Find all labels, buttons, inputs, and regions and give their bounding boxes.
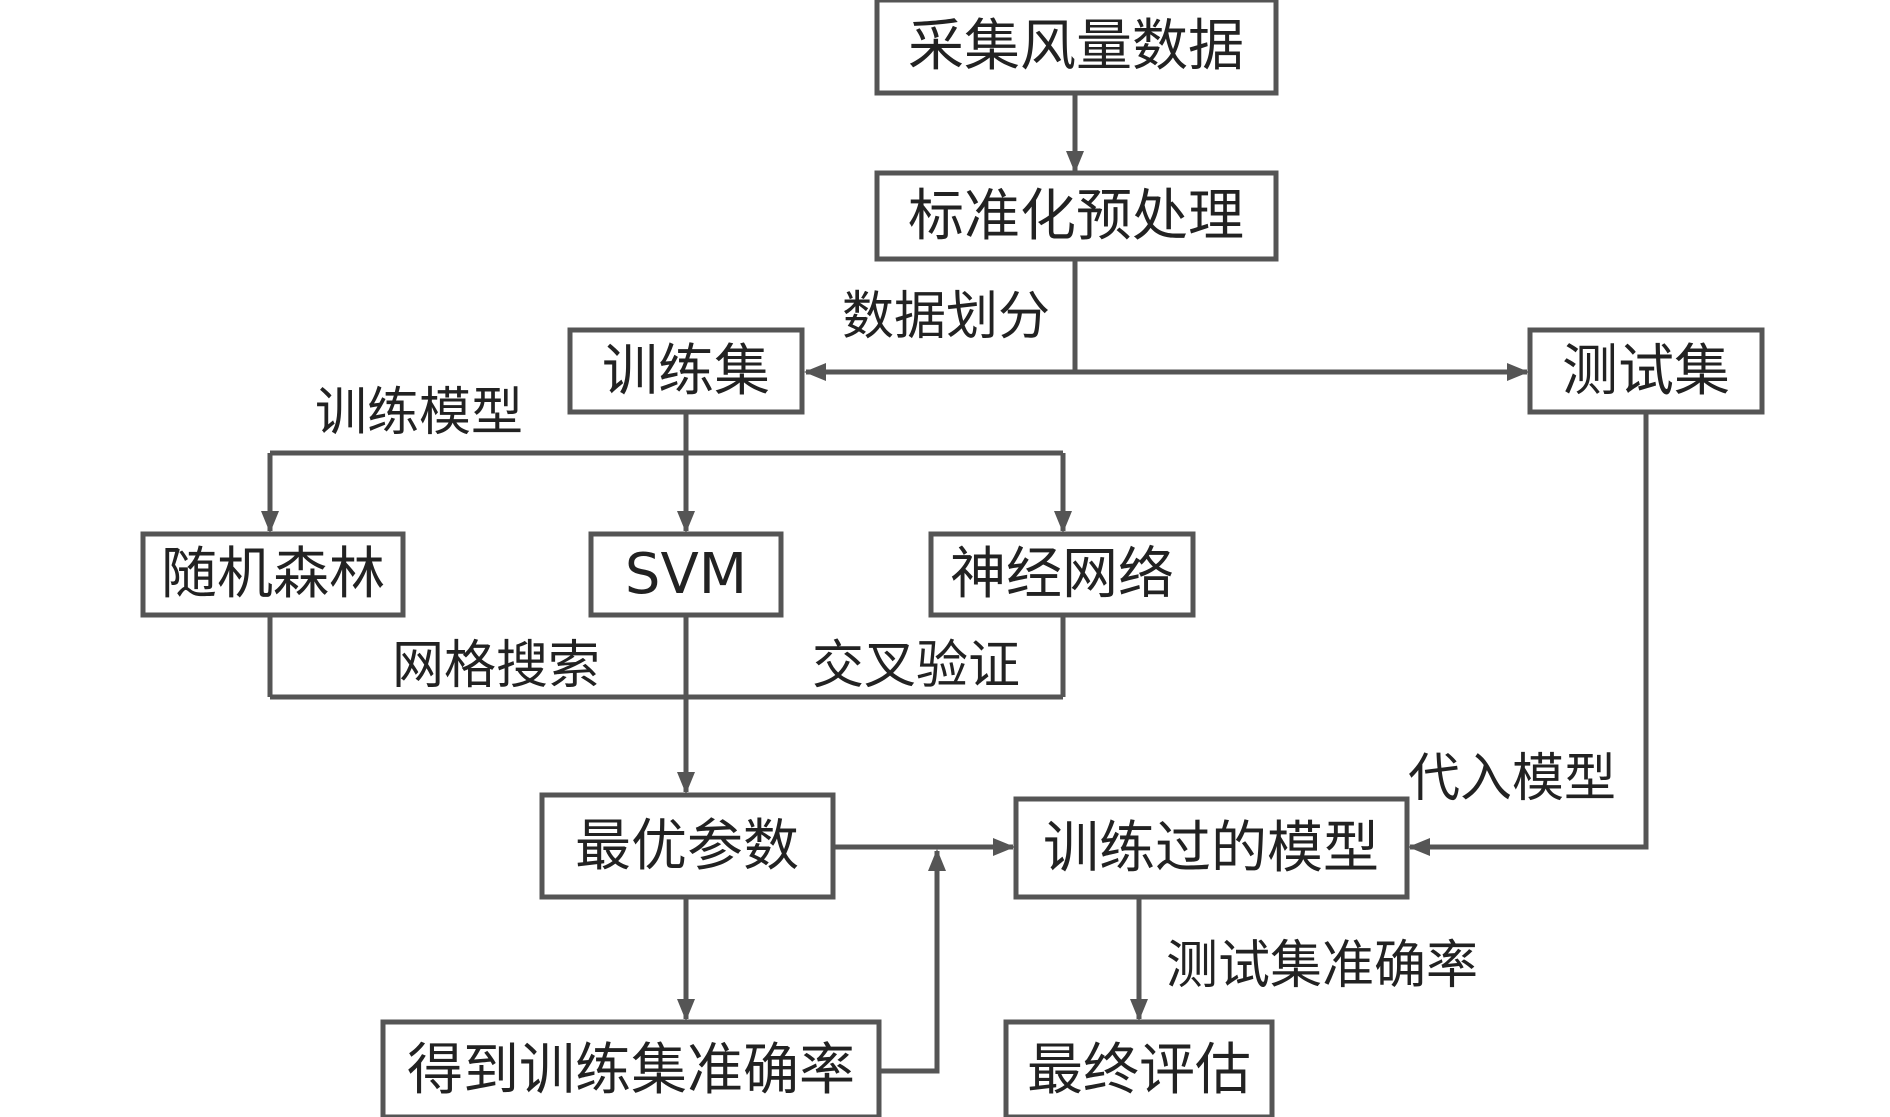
label-cross-validation: 交叉验证 xyxy=(812,636,1020,696)
node-train-accuracy: 得到训练集准确率 xyxy=(380,1019,882,1117)
label-train-model: 训练模型 xyxy=(315,383,523,443)
node-neural-net: 神经网络 xyxy=(928,531,1196,618)
node-svm: SVM xyxy=(588,531,784,618)
edge-test-set-to-trained-model xyxy=(1408,412,1649,856)
node-train-accuracy-label: 得到训练集准确率 xyxy=(407,1038,855,1103)
node-test-set-label: 测试集 xyxy=(1562,339,1730,404)
label-data-split: 数据划分 xyxy=(842,287,1050,347)
node-trained-model: 训练过的模型 xyxy=(1013,796,1410,900)
edges xyxy=(261,93,1649,1074)
node-train-set-label: 训练集 xyxy=(602,339,770,404)
node-standardize-label: 标准化预处理 xyxy=(908,184,1244,249)
node-trained-model-label: 训练过的模型 xyxy=(1043,816,1379,881)
label-test-accuracy: 测试集准确率 xyxy=(1166,936,1478,996)
node-neural-net-label: 神经网络 xyxy=(950,542,1174,607)
label-grid-search: 网格搜索 xyxy=(392,636,600,696)
node-final-eval: 最终评估 xyxy=(1003,1019,1275,1117)
node-test-set: 测试集 xyxy=(1527,327,1765,415)
label-apply-model: 代入模型 xyxy=(1408,749,1616,809)
node-final-eval-label: 最终评估 xyxy=(1027,1038,1251,1103)
node-svm-label: SVM xyxy=(625,542,747,607)
node-random-forest-label: 随机森林 xyxy=(161,542,385,607)
node-collect: 采集风量数据 xyxy=(874,0,1279,96)
node-random-forest: 随机森林 xyxy=(140,531,406,618)
node-best-params-label: 最优参数 xyxy=(575,814,799,879)
nodes: 采集风量数据 标准化预处理 训练集 测试集 随机森林 SVM 神经网络 最优参 xyxy=(140,0,1765,1117)
edge-train-accuracy-feedback xyxy=(879,849,946,1074)
node-train-set: 训练集 xyxy=(567,327,805,415)
edge-labels: 数据划分 训练模型 网格搜索 交叉验证 代入模型 测试集准确率 xyxy=(315,287,1616,996)
node-collect-label: 采集风量数据 xyxy=(908,14,1244,79)
node-best-params: 最优参数 xyxy=(539,792,836,900)
node-standardize: 标准化预处理 xyxy=(874,170,1279,262)
